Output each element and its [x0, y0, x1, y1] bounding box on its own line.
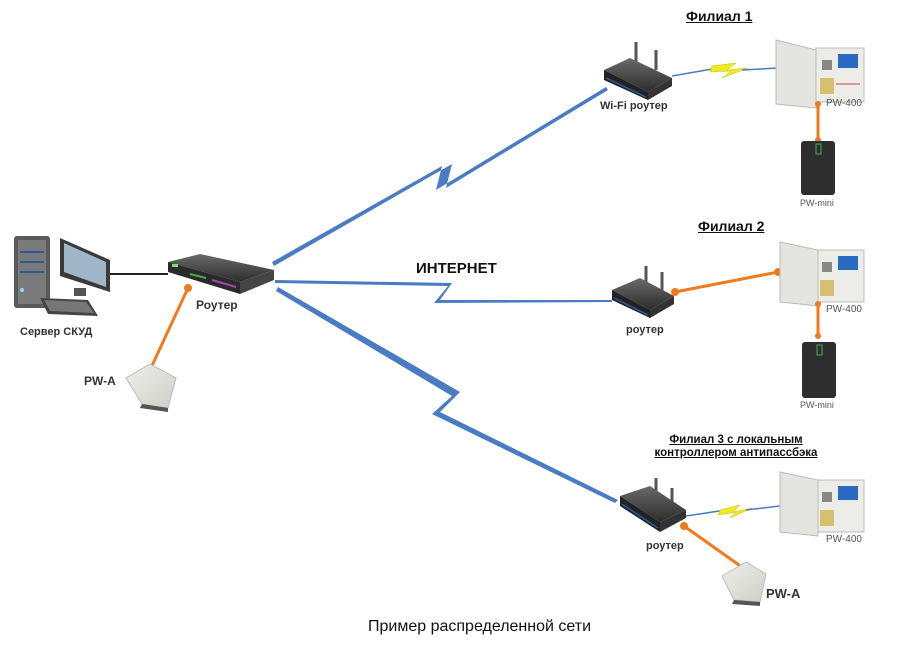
branch1-router-label: Wi-Fi роутер [600, 100, 668, 112]
branch1-wireless-link [671, 62, 779, 79]
branch3-title-line1: Филиал 3 с локальным [669, 434, 803, 446]
branch3-router-icon [620, 478, 686, 532]
hq-router-icon [168, 254, 274, 294]
branch1-reader-label: PW-mini [800, 198, 834, 208]
branch2-title: Филиал 2 [698, 218, 765, 234]
wan-link-branch3 [276, 287, 618, 503]
branch3-pw-a-reader-icon [721, 561, 767, 606]
branch2-controller-label: PW-400 [826, 304, 862, 315]
branch1-title: Филиал 1 [686, 8, 753, 24]
branch3-controller-icon [779, 471, 865, 537]
branch2-router-icon [612, 266, 674, 318]
branch3-reader-label: PW-A [766, 586, 801, 601]
hq-router-label: Роутер [196, 298, 238, 312]
branch3-title: Филиал 3 с локальным контроллером антипа… [636, 434, 836, 460]
branch3-title-line2: контроллером антипассбэка [654, 447, 818, 459]
branch2-reader-cable [815, 301, 821, 339]
internet-label: ИНТЕРНЕТ [416, 260, 497, 277]
branch1-router-icon [604, 42, 672, 100]
branch2-wired-link [671, 268, 782, 296]
diagram-caption: Пример распределенной сети [368, 618, 592, 635]
branch2-pw-mini-reader-icon [802, 342, 836, 398]
branch3-wireless-link [685, 504, 781, 519]
hq-pw-a-reader-icon [125, 363, 177, 412]
branch1-controller-icon [775, 39, 865, 109]
branch1-pw-mini-reader-icon [801, 141, 835, 195]
server-label: Сервер СКУД [20, 326, 93, 338]
branch1-controller-label: PW-400 [826, 98, 862, 109]
wan-link-branch1 [272, 87, 608, 266]
hq-reader-label: PW-A [84, 374, 116, 388]
branch2-reader-label: PW-mini [800, 400, 834, 410]
branch3-router-label: роутер [646, 540, 684, 552]
branch2-controller-icon [779, 241, 865, 307]
wan-link-branch2 [275, 280, 612, 303]
hq-reader-cable [146, 284, 192, 374]
server-icon [14, 236, 110, 316]
branch2-router-label: роутер [626, 324, 664, 336]
branch3-controller-label: PW-400 [826, 534, 862, 545]
